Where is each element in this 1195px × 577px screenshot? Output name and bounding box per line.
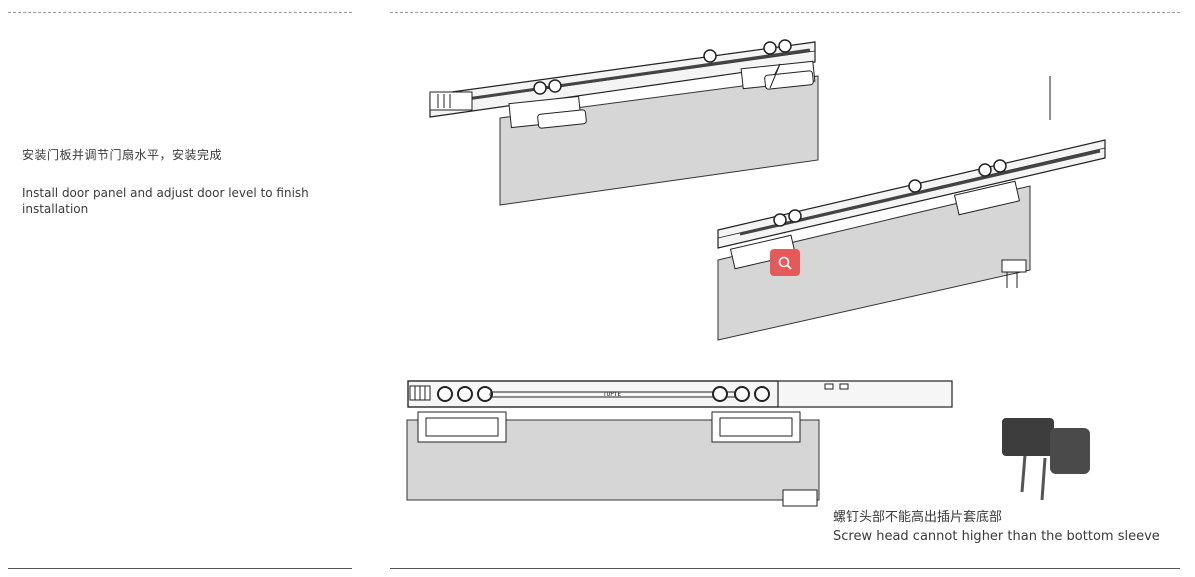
door-assembly-front-view: TUPTE xyxy=(406,380,953,507)
zoom-in-icon xyxy=(778,256,792,270)
top-divider-right xyxy=(390,12,1180,13)
rail-label: TUPTE xyxy=(603,391,621,398)
step-description-cn: 安装门板并调节门扇水平，安装完成 xyxy=(22,148,223,162)
door-assembly-perspective-lower xyxy=(717,139,1106,341)
sleeve-photo xyxy=(1002,418,1090,501)
zoom-in-button[interactable] xyxy=(770,249,800,276)
screw-warning-caption-cn: 螺钉头部不能高出插片套底部 xyxy=(833,510,1003,525)
screw-warning-caption-en: Screw head cannot higher than the bottom… xyxy=(833,529,1160,544)
top-divider-left xyxy=(8,12,352,13)
installation-diagram: TUPTE xyxy=(406,39,1106,507)
step-description-en: Install door panel and adjust door level… xyxy=(22,186,309,216)
bottom-divider-left xyxy=(8,568,352,569)
bottom-divider-right xyxy=(390,568,1180,569)
door-assembly-perspective-upper xyxy=(429,39,819,206)
diagram-arrows xyxy=(769,63,1051,120)
